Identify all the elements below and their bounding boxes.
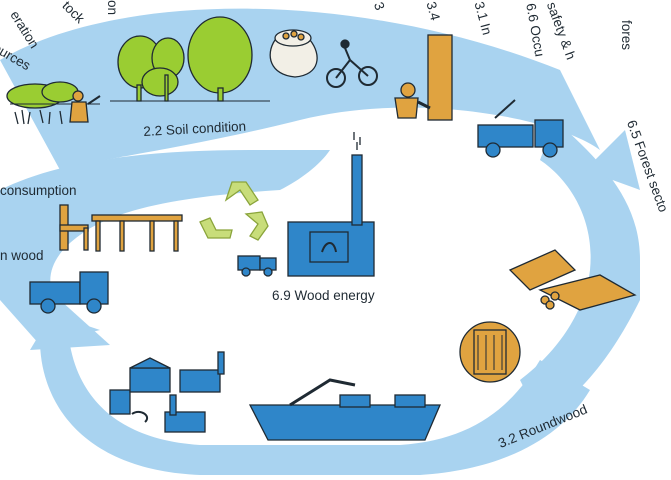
label-top-left-4: on	[105, 0, 120, 16]
recycle-icon	[199, 181, 269, 241]
log-pile-icon	[508, 249, 637, 311]
cyclist-icon	[326, 39, 378, 88]
label-wood-energy: 6.9 Wood energy	[272, 288, 375, 303]
small-truck-icon	[237, 255, 277, 277]
diagram-canvas	[0, 8, 640, 475]
factories-icon	[109, 351, 225, 433]
band-arrow-right	[585, 130, 640, 190]
band-right-arc	[520, 120, 640, 420]
log-truck-icon	[477, 99, 564, 158]
forester-icon	[69, 90, 101, 123]
label-consumption: consumption	[0, 183, 77, 198]
logger-icon	[394, 34, 453, 121]
timber-cross-section-icon	[459, 321, 521, 383]
chair-icon	[59, 204, 89, 251]
label-wood: n wood	[0, 248, 44, 263]
power-plant-icon	[287, 132, 375, 277]
delivery-truck-icon	[29, 271, 109, 314]
band-inner-arc	[0, 150, 330, 345]
sack-icon	[269, 29, 318, 78]
cargo-ship-icon	[248, 378, 441, 441]
band-arrow-inner	[30, 300, 110, 350]
table-icon	[91, 214, 183, 252]
band-bottom-arc	[40, 340, 590, 475]
trees-icon	[110, 16, 270, 102]
label-top-right-3: fores	[619, 20, 634, 51]
